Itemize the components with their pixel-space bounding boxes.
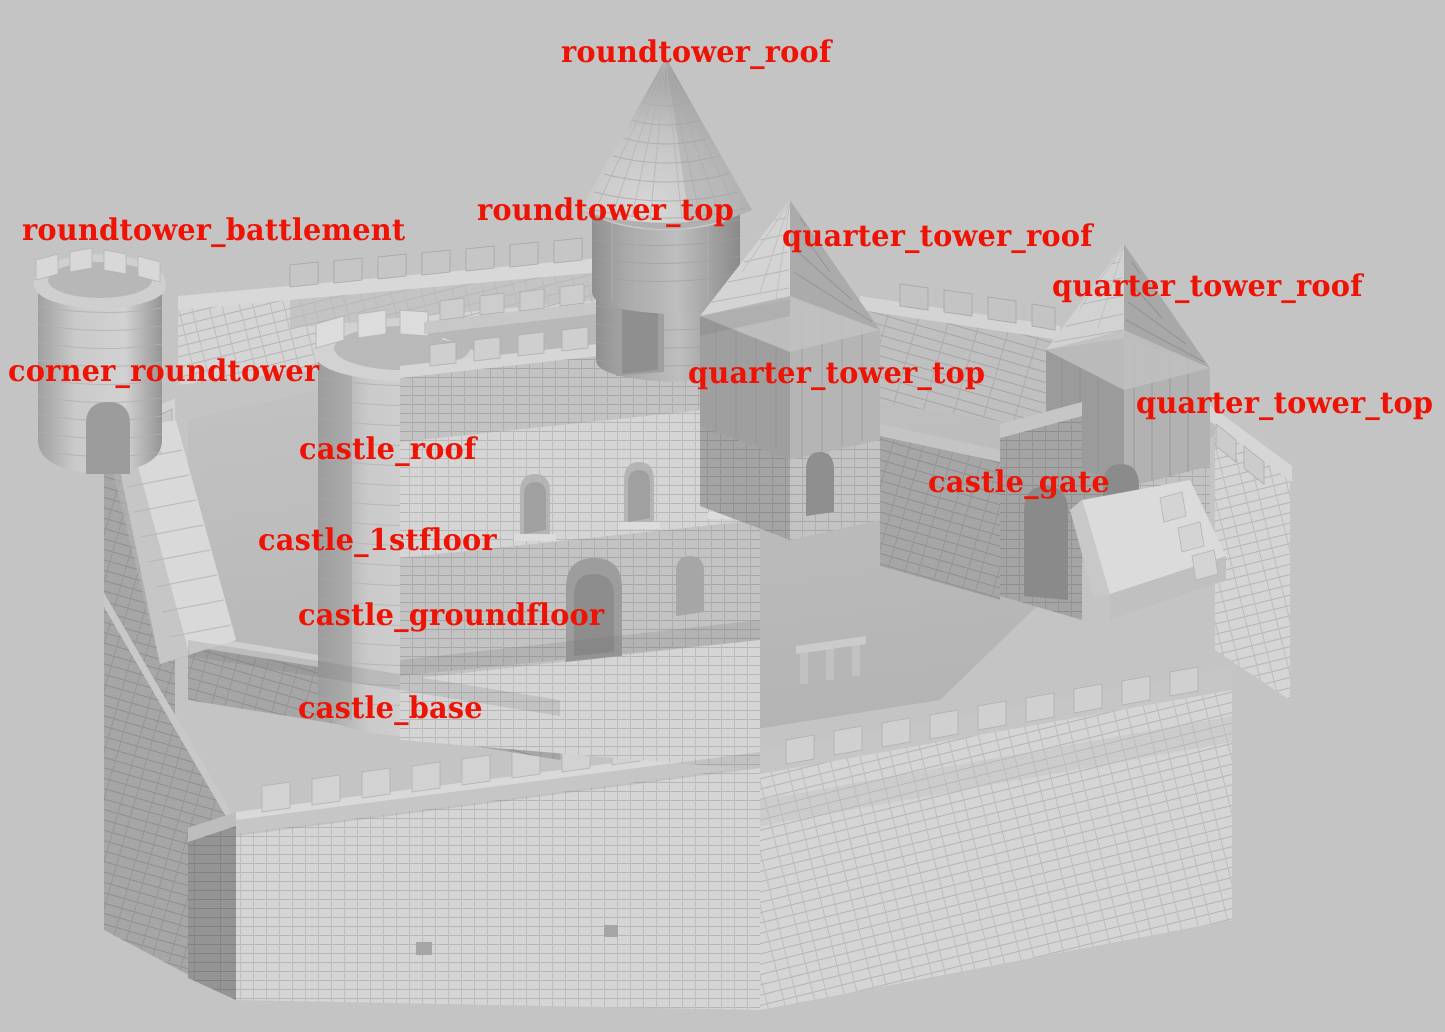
annotation-castle-1stfloor: castle_1stfloor xyxy=(258,523,497,558)
outer-wall-northeast xyxy=(860,283,1060,430)
annotation-corner-roundtower: corner_roundtower xyxy=(8,354,320,389)
annotation-roundtower-roof: roundtower_roof xyxy=(561,35,832,70)
annotation-castle-base: castle_base xyxy=(298,691,483,726)
roundtower-roof xyxy=(580,58,752,229)
outer-wall-south xyxy=(236,721,760,1010)
roundtower xyxy=(580,58,752,382)
roundtower-battlement-left xyxy=(34,247,166,310)
quarter-tower-roof-2 xyxy=(1046,244,1210,390)
annotation-quarter-tower-roof-1: quarter_tower_roof xyxy=(782,219,1093,254)
outer-wall-east xyxy=(1208,404,1292,700)
annotation-quarter-tower-roof-2: quarter_tower_roof xyxy=(1052,269,1363,304)
annotation-quarter-tower-top-1: quarter_tower_top xyxy=(688,356,986,391)
outer-wall-southeast xyxy=(760,666,1232,1010)
quarter-tower-roof-1 xyxy=(700,200,880,352)
annotation-roundtower-battlement: roundtower_battlement xyxy=(22,213,406,248)
quarter-tower-1 xyxy=(700,200,880,540)
castle-gate xyxy=(796,402,1226,684)
annotation-castle-roof: castle_roof xyxy=(299,432,477,467)
annotation-quarter-tower-top-2: quarter_tower_top xyxy=(1136,386,1434,421)
corner-roundtower xyxy=(34,247,166,474)
annotation-castle-gate: castle_gate xyxy=(928,465,1110,500)
ambient-shadows xyxy=(188,296,790,836)
annotation-castle-groundfloor: castle_groundfloor xyxy=(298,598,605,633)
wall-endcap-southwest xyxy=(188,820,236,1000)
inner-wall-right xyxy=(880,424,1000,600)
annotation-roundtower-top: roundtower_top xyxy=(477,193,734,228)
